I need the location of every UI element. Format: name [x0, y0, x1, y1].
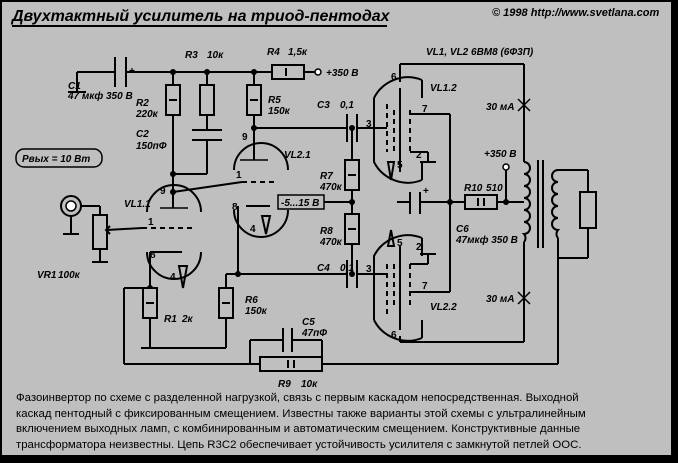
input-jack — [60, 195, 82, 217]
vl1-1-label: VL1.1 — [124, 199, 151, 210]
r3-resistor — [199, 84, 215, 116]
description-line: включением выходных ламп, с комбинирован… — [16, 423, 581, 435]
r8-label: R8 — [320, 226, 333, 237]
c5-label: C5 — [302, 317, 315, 328]
current-bottom-label: 30 мА — [486, 294, 515, 305]
c3-value: 0,1 — [340, 100, 354, 111]
r2-label: R2 — [136, 98, 149, 109]
pin-label: 5 — [397, 238, 403, 249]
vl-pair-label: VL1, VL2 6ВМ8 (6Ф3П) — [426, 47, 534, 58]
c4-label: C4 — [317, 263, 330, 274]
c2-capacitor — [192, 129, 222, 141]
description-line: каскад пентодный с фиксированным смещени… — [16, 407, 586, 420]
pin-label: 3 — [366, 119, 372, 130]
r7-label: R7 — [320, 171, 333, 182]
r2-value: 220к — [135, 109, 159, 120]
r10-resistor — [464, 194, 498, 210]
c6-value: 47мкф 350 В — [455, 234, 518, 246]
schematic-title: Двухтактный усилитель на триод-пентодах — [10, 8, 391, 25]
r9-label: R9 — [278, 379, 291, 390]
description-block: Фазоинвертор по схеме с разделенной нагр… — [16, 391, 666, 453]
schematic-frame: Двухтактный усилитель на триод-пентодах … — [2, 2, 671, 455]
bias-label: -5...15 В — [281, 198, 319, 209]
r4-resistor — [271, 64, 305, 80]
r9-value: 10к — [301, 379, 318, 390]
supply-terminal-mid — [502, 163, 510, 171]
supply-top-label: +350 В — [326, 68, 359, 79]
vr1-label: VR1 — [37, 270, 57, 281]
power-rating-box — [15, 148, 103, 168]
r3-label: R3 — [185, 50, 198, 61]
power-rating-text: Рвых = 10 Вт — [22, 154, 90, 165]
r1-value: 2к — [181, 314, 194, 325]
pin-label: 1 — [148, 217, 154, 228]
pin-label: 9 — [242, 132, 248, 143]
description-line: Фазоинвертор по схеме с разделенной нагр… — [16, 392, 579, 404]
r4-value: 1,5к — [288, 47, 308, 58]
pin-label: 7 — [422, 281, 428, 292]
current-top-label: 30 мА — [486, 102, 515, 113]
copyright-text: © 1998 http://www.svetlana.com — [492, 7, 659, 19]
vl1-2-label: VL1.2 — [430, 83, 457, 94]
current-point-top — [517, 98, 531, 112]
pin-label: 3 — [366, 264, 372, 275]
c6-label: C6 — [456, 224, 469, 235]
supply-mid-label: +350 В — [484, 149, 517, 160]
pin-label: 7 — [422, 104, 428, 115]
vr1-value: 100к — [58, 270, 81, 281]
transformer-primary — [521, 161, 531, 243]
current-point-bottom — [517, 291, 531, 305]
pin-label: 2 — [416, 150, 422, 161]
vr1-potentiometer — [92, 214, 108, 250]
pin-label: 2 — [416, 242, 422, 253]
vl1-2-tube — [373, 76, 423, 184]
c5-capacitor — [282, 328, 293, 352]
pin-label: 6 — [391, 330, 397, 341]
vl2-1-tube — [233, 142, 289, 238]
speaker-load — [579, 191, 597, 229]
pin-label: 4 — [170, 272, 176, 283]
c3-label: C3 — [317, 100, 330, 111]
c5-value: 47пФ — [301, 328, 327, 339]
c1-label: C1 — [68, 81, 81, 92]
r10-value: 510 — [486, 183, 503, 194]
r5-value: 150к — [268, 106, 291, 117]
c6-capacitor: + — [409, 186, 429, 214]
c4-value: 0,1 — [340, 263, 354, 274]
pin-label: 1 — [236, 170, 242, 181]
pin-label: 8 — [150, 250, 156, 261]
r6-value: 150к — [245, 306, 268, 317]
r5-label: R5 — [268, 95, 281, 106]
r7-value: 470к — [319, 182, 343, 193]
c2-label: C2 — [136, 129, 149, 140]
r10-label: R10 — [464, 183, 483, 194]
r4-label: R4 — [267, 47, 280, 58]
r6-label: R6 — [245, 295, 258, 306]
r9-resistor — [259, 356, 323, 372]
vl2-1-label: VL2.1 — [284, 150, 311, 161]
c2-value: 150пФ — [136, 141, 167, 152]
pin-label: 5 — [397, 160, 403, 171]
description-line: трансформатора неизвестны. Цепь R3C2 обе… — [16, 438, 582, 451]
circuit-schematic: Двухтактный усилитель на триод-пентодах … — [10, 7, 659, 390]
vl2-2-label: VL2.2 — [430, 302, 457, 313]
r8-value: 470к — [319, 237, 343, 248]
svg-text:+: + — [423, 186, 429, 197]
r3-value: 10к — [207, 50, 224, 61]
supply-terminal-top — [314, 68, 322, 76]
r1-label: R1 — [164, 314, 177, 325]
pin-label: 9 — [160, 186, 166, 197]
pin-label: 4 — [250, 224, 256, 235]
c1-value: 47 мкф 350 В — [67, 90, 133, 102]
pin-label: 8 — [232, 202, 238, 213]
transformer-secondary — [551, 169, 561, 239]
pin-label: 6 — [391, 72, 397, 83]
vl2-2-tube — [373, 234, 423, 342]
